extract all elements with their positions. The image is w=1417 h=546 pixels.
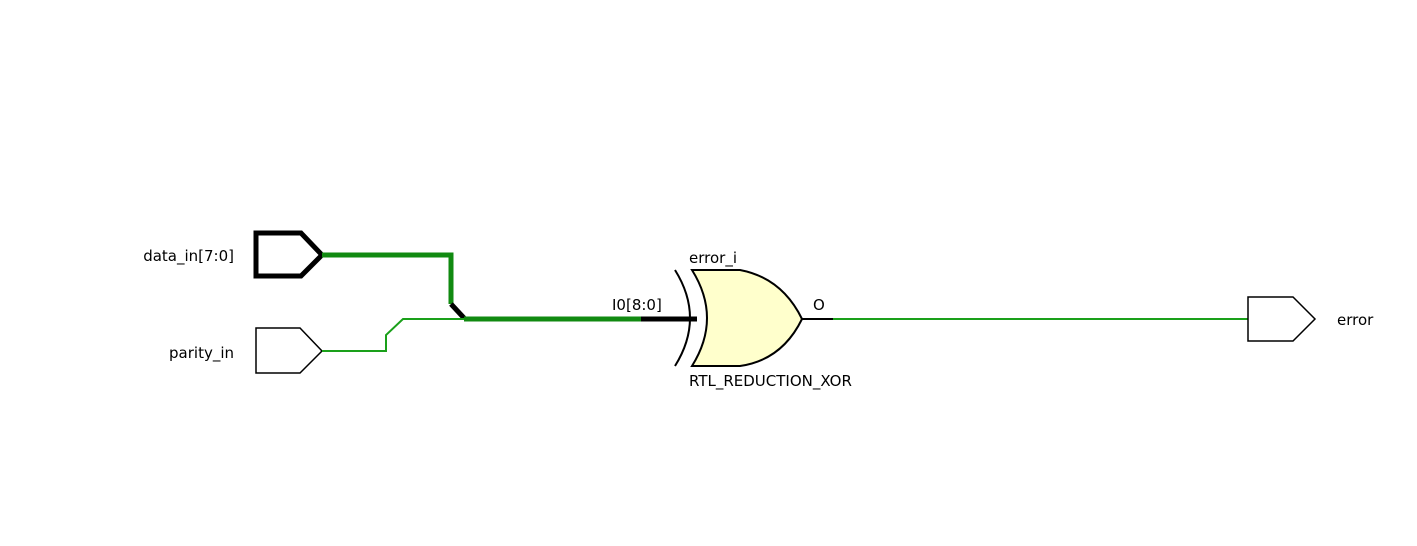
data-in-port[interactable]: data_in[7:0] — [143, 230, 326, 279]
cell-instance-name: error_i — [689, 249, 737, 268]
input-pin-label: I0[8:0] — [612, 296, 662, 314]
input-bus-port-icon[interactable] — [253, 230, 326, 279]
bus-ripper — [449, 302, 466, 320]
cell-type-name: RTL_REDUCTION_XOR — [689, 372, 852, 391]
error-label: error — [1337, 311, 1374, 329]
input-port-icon[interactable] — [255, 327, 324, 374]
data-in-label: data_in[7:0] — [143, 247, 234, 266]
parity-in-net[interactable] — [322, 318, 466, 352]
data-in-bus-net[interactable] — [322, 252, 466, 320]
xor-input-arc — [674, 269, 691, 367]
error-port[interactable]: error — [1247, 296, 1374, 342]
parity-in-port[interactable]: parity_in — [169, 327, 324, 374]
output-port-icon[interactable] — [1247, 296, 1317, 342]
parity-in-label: parity_in — [169, 344, 234, 363]
xor-gate-icon[interactable] — [690, 269, 804, 367]
output-pin-label: O — [813, 296, 825, 314]
xor-cell[interactable]: error_i RTL_REDUCTION_XOR I0[8:0] O — [612, 249, 852, 391]
